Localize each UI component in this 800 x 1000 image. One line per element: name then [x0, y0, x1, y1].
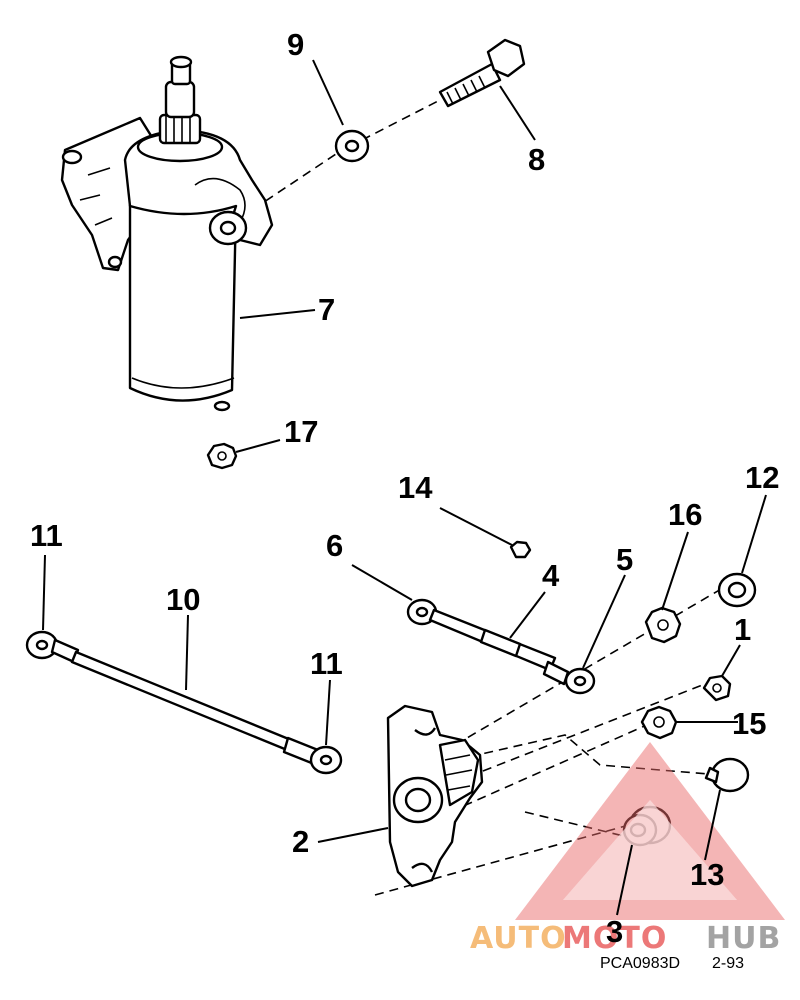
callout-6: 6 [326, 528, 343, 563]
screw [704, 757, 750, 793]
callout-4: 4 [542, 558, 560, 593]
callout-3: 3 [606, 914, 623, 949]
watermark-logo: AUTO MOTO HUB [470, 742, 785, 956]
callout-11-left: 11 [30, 518, 63, 553]
watermark-text-auto: AUTO [470, 921, 567, 956]
lock-washer-16 [644, 606, 682, 644]
figure-code: PCA0983D [600, 955, 680, 972]
figure-footer: PCA0983D 2-93 [600, 955, 744, 972]
callout-11-right: 11 [310, 646, 343, 681]
short-cable [406, 598, 596, 695]
watermark-triangle-inner [563, 800, 737, 900]
washer [334, 129, 370, 163]
nut-1 [702, 674, 732, 702]
leader-lines [42, 59, 767, 916]
callout-5: 5 [616, 542, 633, 577]
callout-numbers: 1 2 3 4 5 6 7 8 9 10 11 11 12 13 14 15 1… [30, 27, 779, 949]
callout-10: 10 [166, 582, 200, 617]
callout-16: 16 [668, 497, 702, 532]
battery-cable [25, 630, 343, 775]
callout-12: 12 [745, 460, 779, 495]
small-nut [509, 540, 532, 559]
callout-15: 15 [732, 706, 766, 741]
callout-8: 8 [528, 142, 545, 177]
callout-9: 9 [287, 27, 304, 62]
callout-14: 14 [398, 470, 433, 505]
watermark-text-hub: HUB [706, 921, 781, 956]
bolt [438, 38, 526, 108]
callout-17: 17 [284, 414, 318, 449]
lock-washer [206, 442, 238, 470]
nut-12 [717, 572, 757, 608]
starter-motor [60, 55, 274, 412]
callout-13: 13 [690, 857, 724, 892]
lock-washer-15 [640, 705, 678, 740]
watermark-text-moto: MOTO [562, 921, 667, 956]
callout-1: 1 [734, 612, 751, 647]
callout-2: 2 [292, 824, 309, 859]
figure-date: 2-93 [712, 955, 744, 972]
solenoid [386, 704, 484, 888]
callout-7: 7 [318, 292, 335, 327]
